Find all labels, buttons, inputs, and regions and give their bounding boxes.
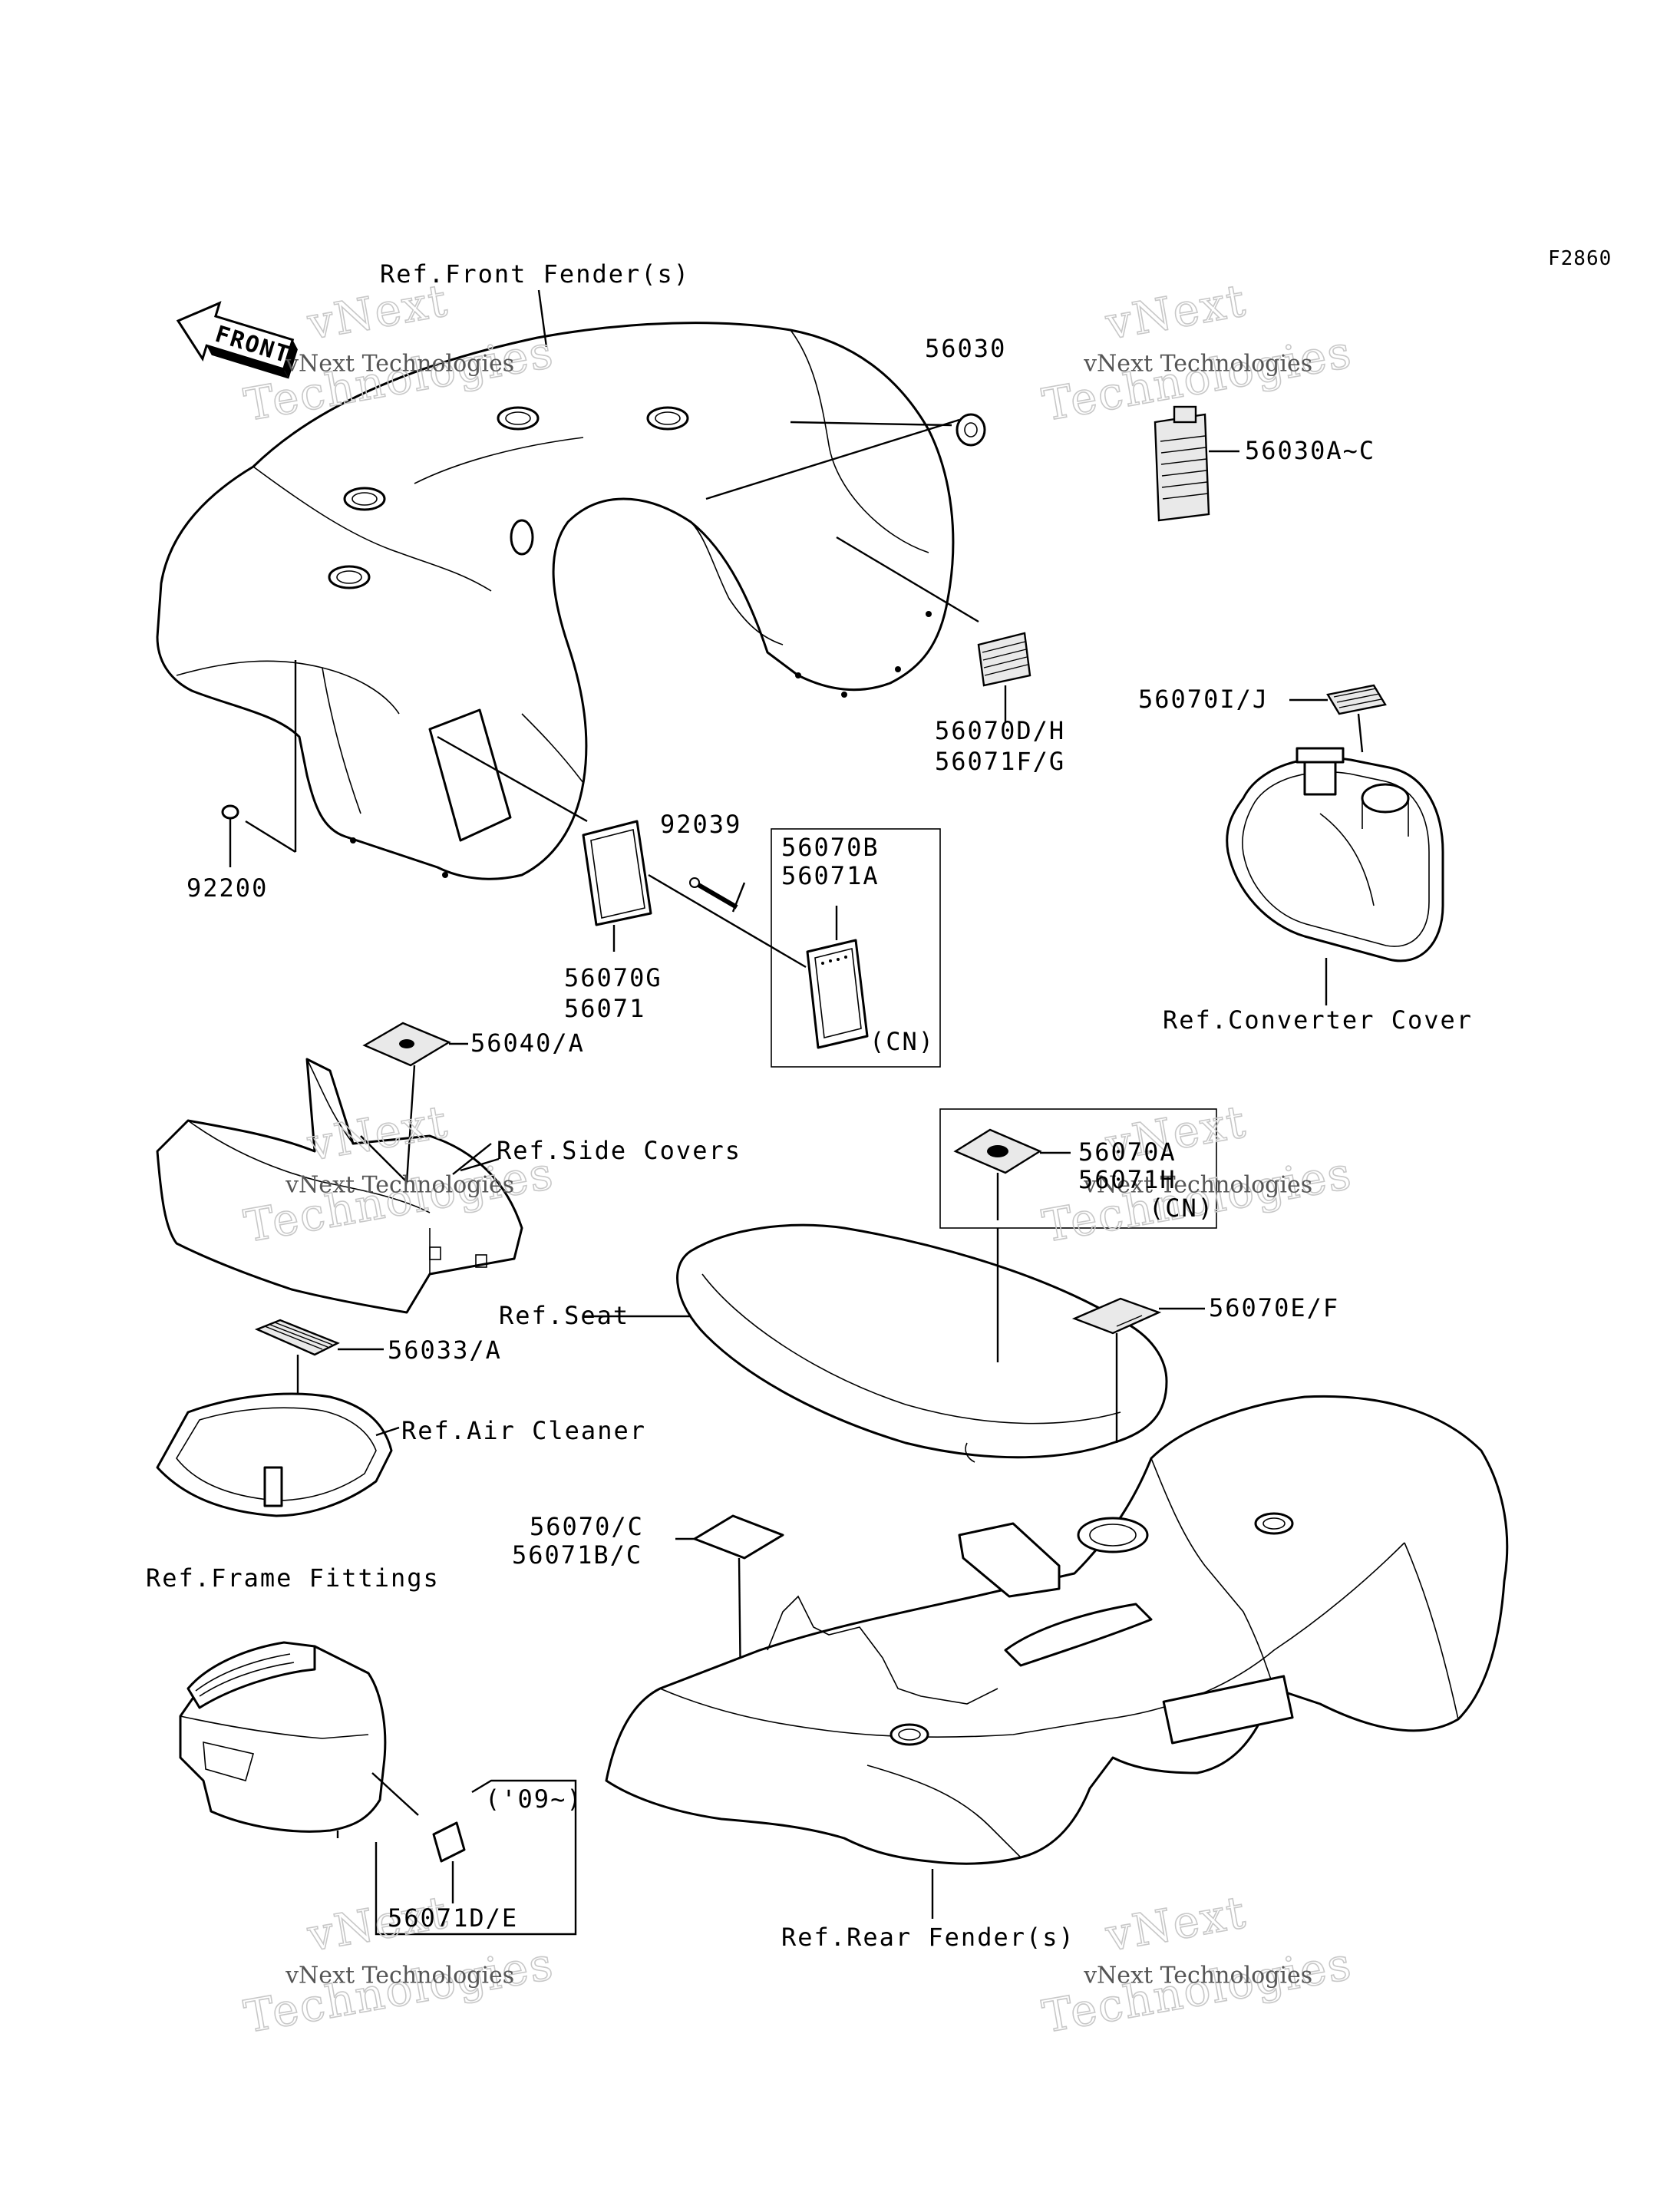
converter-cover-illustration [1226,747,1444,1005]
label-56070i-j: 56070I/J [1138,685,1269,714]
label-front-fender: Ref.Front Fender(s) [380,259,690,289]
label-cn-1: (CN) [870,1027,935,1056]
label-56040-a: 56040/A [470,1028,585,1058]
side-covers-illustration [156,1058,523,1314]
label-56070d-h-icon [977,632,1031,721]
label-56070g-icon [582,820,652,952]
label-56071: 56071 [564,994,645,1023]
watermark-mid-right: vNext Technologies vNext Technologies [1038,1094,1356,1253]
label-56070g: 56070G [564,963,662,992]
label-56030: 56030 [925,334,1006,363]
label-56040-a-icon [360,1022,500,1183]
label-seat: Ref.Seat [499,1301,629,1330]
svg-text:Technologies: Technologies [1038,1937,1355,2043]
label-56071h: 56071H [1078,1165,1177,1194]
svg-text:vNext Technologies: vNext Technologies [285,1962,514,1989]
label-56033-a-icon [254,1319,384,1428]
cn-box-56070b [771,828,941,1068]
label-56071d-e-box [375,1779,577,1936]
label-56030a-c: 56030A~C [1245,436,1375,465]
watermark-bottom-left: vNext Technologies vNext Technologies [239,1885,558,2043]
rear-fender-illustration [605,1395,1509,1919]
label-56070i-j-icon [1289,684,1387,753]
label-56070-c: 56070/C [530,1512,644,1541]
svg-text:vNext: vNext [1101,274,1250,350]
svg-text:vNext Technologies: vNext Technologies [1083,1962,1312,1989]
label-92039: 92039 [660,810,741,839]
label-frame-fittings: Ref.Frame Fittings [146,1563,440,1593]
label-56071a: 56071A [781,861,880,890]
pin-92039-icon [689,877,738,910]
label-56071f-g: 56071F/G [935,747,1065,776]
svg-text:vNext: vNext [1101,1886,1250,1962]
front-fender-illustration [156,322,955,880]
label-56070b: 56070B [781,833,880,862]
front-arrow-icon: FRONT [176,301,298,379]
seat-illustration [583,1223,1168,1463]
label-56030a-c-icon [1154,405,1239,522]
frame-fittings-illustration [179,1641,419,1838]
label-56070e-f-icon [1071,1297,1205,1443]
svg-text:vNext Technologies: vNext Technologies [1083,1171,1312,1198]
label-rear-fender: Ref.Rear Fender(s) [781,1923,1075,1952]
label-converter-cover: Ref.Converter Cover [1163,1005,1473,1035]
label-year-09: ('09~) [485,1784,583,1814]
svg-text:vNext Technologies: vNext Technologies [285,1171,514,1198]
watermark-top-right: vNext Technologies vNext Technologies [1038,273,1356,431]
label-56071b-c: 56071B/C [512,1540,642,1570]
label-92200: 92200 [186,873,268,903]
svg-text:vNext Technologies: vNext Technologies [1083,350,1312,377]
air-cleaner-illustration [156,1392,400,1517]
cn-box-56070a [939,1108,1217,1362]
label-side-covers: Ref.Side Covers [497,1136,741,1165]
label-56033-a: 56033/A [388,1335,502,1365]
grommet-56030-icon [956,413,986,447]
label-56070a: 56070A [1078,1137,1177,1167]
front-fender-leaders [229,289,979,969]
label-56070e-f: 56070E/F [1209,1293,1339,1322]
label-air-cleaner: Ref.Air Cleaner [401,1416,646,1445]
svg-text:vNext Technologies: vNext Technologies [285,350,514,377]
label-cn-2: (CN) [1149,1193,1214,1223]
label-56071d-e: 56071D/E [388,1903,518,1933]
label-56070d-h: 56070D/H [935,716,1065,745]
watermark-bottom-right: vNext Technologies vNext Technologies [1038,1885,1356,2043]
diagram-code: F2860 [1548,247,1612,270]
svg-text:Technologies: Technologies [240,1937,557,2043]
clip-92200-icon [221,804,239,820]
